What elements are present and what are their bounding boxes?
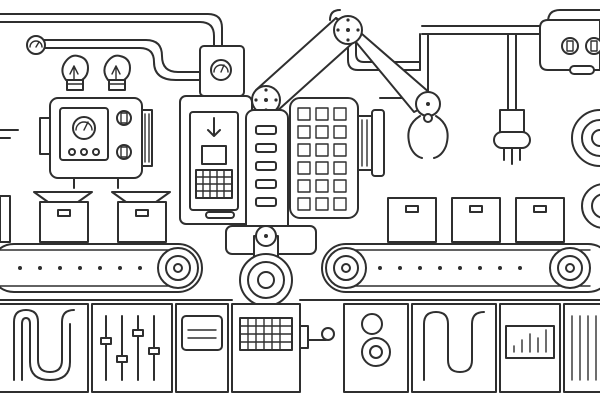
gear-icon	[549, 247, 591, 289]
box-icon	[451, 197, 501, 243]
arrow-down-icon	[207, 117, 221, 137]
gear-icon	[571, 109, 600, 167]
light-bulb-icon	[103, 54, 131, 91]
left-machine	[0, 54, 153, 189]
display-grid	[195, 169, 233, 199]
keypad-icon	[289, 97, 359, 219]
lever-icon	[299, 325, 335, 349]
conveyor-belt-icon	[0, 243, 203, 293]
small-gauge-icon	[26, 35, 46, 55]
bar-display-icon	[505, 325, 555, 359]
gauge-icon	[72, 116, 96, 140]
conveyor-belt-icon	[321, 243, 600, 293]
box-icon	[515, 197, 565, 243]
gauge-icon	[210, 59, 232, 81]
lower-arm	[225, 225, 317, 307]
gear-icon	[325, 247, 367, 289]
box-icon	[201, 145, 227, 165]
robotic-arm-icon	[251, 15, 449, 159]
gear-icon	[157, 247, 199, 289]
pipe-icon	[423, 311, 485, 381]
plug-icon	[493, 109, 531, 165]
control-tower	[245, 97, 385, 235]
equalizer-icon	[100, 315, 160, 381]
box-icon	[111, 191, 171, 243]
pipe-icon	[13, 309, 75, 381]
claw-icon	[407, 113, 449, 159]
box-icon	[387, 197, 437, 243]
gear-icon	[581, 183, 600, 229]
right-unit	[493, 19, 600, 229]
box-icon	[0, 195, 11, 243]
keypad-icon	[239, 317, 293, 351]
floor-panels	[0, 299, 600, 393]
box-icon	[33, 191, 93, 243]
light-bulb-icon	[61, 54, 89, 91]
